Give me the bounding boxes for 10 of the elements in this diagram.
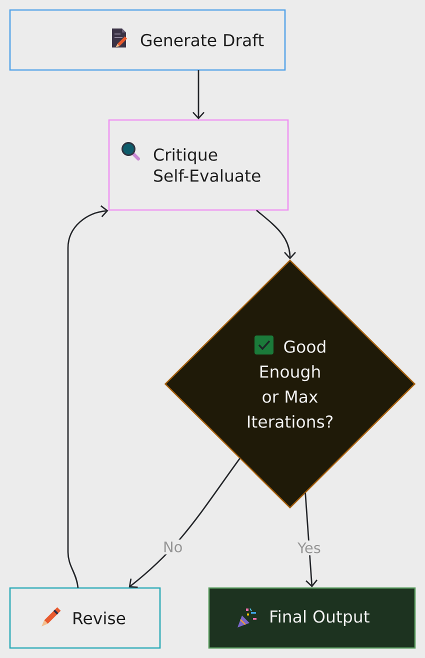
edge-label: Yes	[296, 540, 323, 556]
process-box: Critique Self-Evaluate	[108, 119, 289, 211]
arrow	[128, 458, 240, 588]
edge-label: No	[160, 540, 185, 554]
process-box: Final Output	[208, 587, 416, 649]
process-box: Revise	[9, 587, 161, 649]
arrow	[192, 70, 205, 120]
process-box: Generate Draft	[9, 9, 286, 71]
arrow	[256, 210, 296, 260]
arrow	[67, 205, 108, 588]
